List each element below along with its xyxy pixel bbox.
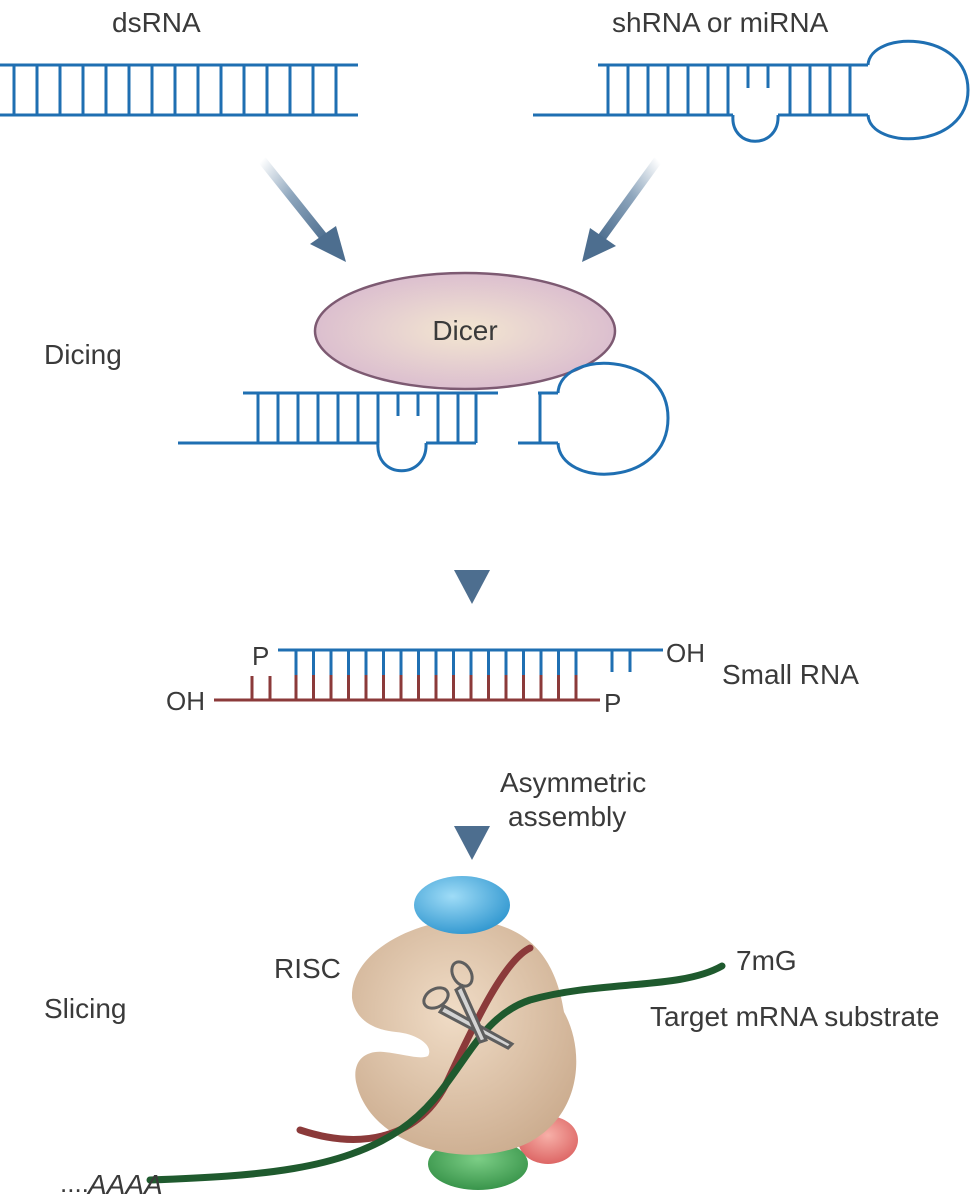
slicing-label: Slicing [44,993,126,1024]
small-rna-duplex: P OH OH P [166,638,705,718]
p-label-top: P [252,641,269,671]
target-mrna-label: Target mRNA substrate [650,1001,939,1032]
risc-label: RISC [274,953,341,984]
accessory-protein-blue [414,876,510,934]
dsrna-label: dsRNA [112,7,201,38]
dicer-substrate [178,361,670,476]
dsrna-duplex [0,63,358,117]
dicer-label: Dicer [432,315,497,346]
target-mrna [146,962,726,1184]
oh-label-top: OH [666,638,705,668]
arrow-shrna-to-dicer [582,157,662,262]
arrow-to-risc [454,752,490,860]
arrow-to-small-rna [454,492,490,604]
p-label-bottom: P [604,688,621,718]
polya-dots: .... [60,1168,89,1198]
risc-body [351,919,577,1155]
scissors-icon [422,960,515,1050]
assembly-label: assembly [508,801,626,832]
risc-complex [351,876,578,1190]
dicer-enzyme: Dicer [313,271,617,391]
small-rna-label: Small RNA [722,659,859,690]
dicing-label: Dicing [44,339,122,370]
polya-tail-label: AAAA [86,1169,163,1200]
oh-label-bottom: OH [166,686,205,716]
asymmetric-label: Asymmetric [500,767,646,798]
shrna-hairpin [533,39,970,143]
shrna-label: shRNA or miRNA [612,7,829,38]
cap-label: 7mG [736,945,797,976]
arrow-dsrna-to-dicer [258,157,346,262]
